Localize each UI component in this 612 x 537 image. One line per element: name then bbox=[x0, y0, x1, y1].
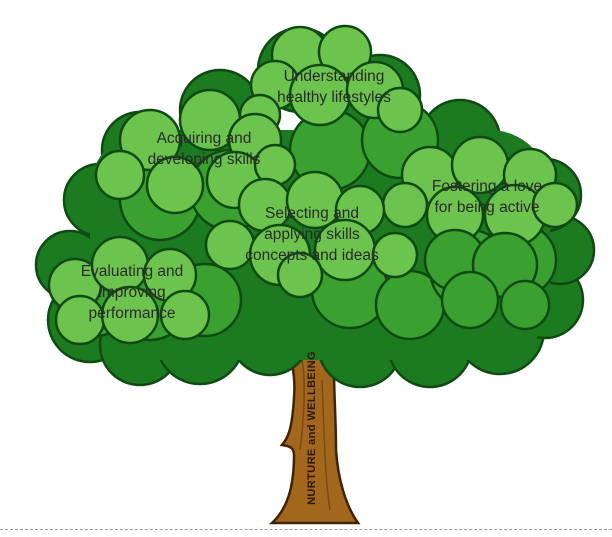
branch-label-line: healthy lifestyles bbox=[277, 89, 391, 106]
branch-label-line: applying skills bbox=[264, 226, 360, 243]
leaf-cluster-right-lower bbox=[423, 228, 551, 331]
branch-label-selecting: Selecting and applying skills concepts a… bbox=[245, 203, 379, 266]
branch-label-line: concepts and ideas bbox=[245, 247, 379, 264]
leaf-cluster-fostering bbox=[381, 135, 579, 247]
branch-label-line: Fostering a love bbox=[431, 178, 543, 195]
branch-label-line: Understanding bbox=[283, 68, 385, 85]
branch-label-line: developing skills bbox=[147, 151, 261, 168]
ground-line bbox=[0, 529, 612, 530]
leaf-cluster-acquiring bbox=[94, 88, 297, 215]
leaf-cluster-selecting bbox=[204, 170, 419, 299]
branch-label-evaluating: Evaluating and improving performance bbox=[81, 261, 184, 324]
branch-label-line: Selecting and bbox=[265, 205, 359, 222]
branch-label-acquiring: Acquiring and developing skills bbox=[148, 128, 261, 170]
branch-label-line: Evaluating and bbox=[80, 263, 184, 280]
branch-label-line: Acquiring and bbox=[156, 130, 252, 147]
branch-label-line: for being active bbox=[434, 199, 540, 216]
trunk-label: NURTURE and WELLBEING bbox=[306, 351, 318, 505]
branch-label-fostering: Fostering a love for being active bbox=[432, 176, 542, 218]
leaf-cluster-lifestyles bbox=[238, 24, 424, 137]
branch-label-lifestyles: Understanding healthy lifestyles bbox=[277, 66, 391, 108]
branch-label-line: improving bbox=[98, 284, 166, 301]
branch-label-line: performance bbox=[88, 305, 176, 322]
leaf-cluster-evaluating bbox=[47, 235, 211, 346]
